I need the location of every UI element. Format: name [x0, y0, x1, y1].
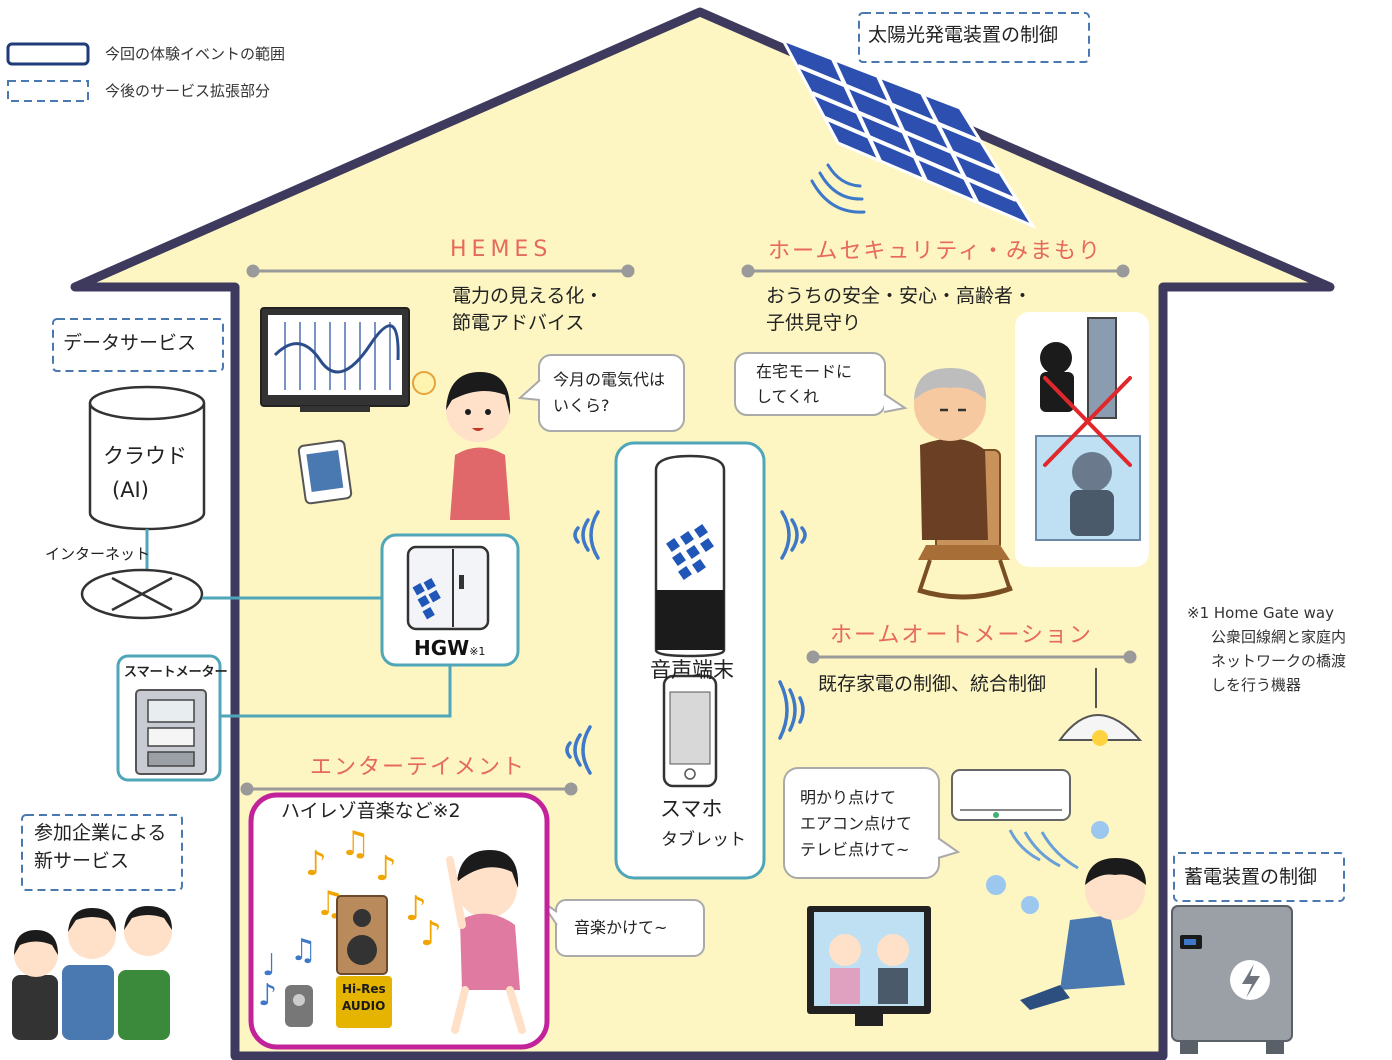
- burglar-window-icon: [1035, 435, 1141, 541]
- legend-future-scope: 今後のサービス拡張部分: [105, 82, 271, 100]
- dancing-woman-icon: [446, 850, 526, 1034]
- footnote-line-2: 公衆回線網と家庭内: [1211, 628, 1347, 646]
- legend-dashed-swatch: [7, 80, 89, 102]
- phone-label-1: スマホ: [660, 797, 723, 821]
- tablet-icon: [297, 439, 353, 505]
- small-speaker-icon: [285, 985, 313, 1027]
- footnote-line-1: ※1 Home Gate way: [1187, 604, 1334, 622]
- power-monitor-icon: [260, 307, 410, 412]
- voice-terminal-frame: [614, 441, 766, 880]
- storage-dashed-frame: [1173, 852, 1345, 902]
- data-service-label: データサービス: [63, 332, 197, 354]
- hemes-description-2: 節電アドバイス: [452, 312, 585, 334]
- voice-terminal-label: 音声端末: [650, 658, 734, 682]
- meter-hgw-link: [220, 666, 452, 718]
- entertainment-title: エンターテイメント: [310, 755, 527, 780]
- airflow-icon: [986, 821, 1109, 914]
- solar-dashed-frame: [858, 12, 1090, 63]
- hires-badge-1: Hi-Res: [342, 982, 386, 996]
- automation-title: ホームオートメーション: [830, 623, 1093, 648]
- legend-solid-swatch: [6, 42, 90, 66]
- security-speech-1: 在宅モードに: [756, 362, 853, 381]
- smart-meter-label: スマートメーター: [124, 665, 228, 680]
- security-speech-2: してくれ: [756, 387, 820, 406]
- hemes-speech-2: いくら?: [553, 396, 610, 415]
- hires-speaker-icon: [336, 895, 392, 1028]
- solar-signal-icon: [810, 163, 866, 214]
- footnote-line-3: ネットワークの橋渡: [1211, 652, 1347, 670]
- security-description-2: 子供見守り: [766, 312, 862, 334]
- section-rules: [240, 264, 1137, 796]
- hgw-footnote-mark: ※1: [469, 645, 486, 658]
- burglar-door-icon: [1040, 317, 1117, 419]
- elderly-man-icon: [914, 368, 1013, 600]
- svg-text:♫: ♫: [290, 933, 317, 968]
- automation-speech-2: エアコン点けて: [800, 814, 913, 833]
- blue-music-notes-icon: ♩ ♫ ♪: [258, 933, 317, 1013]
- battery-storage-icon: [1171, 905, 1293, 1054]
- security-title: ホームセキュリティ・みまもり: [768, 239, 1103, 264]
- cloud-label-1: クラウド: [103, 444, 187, 468]
- relaxing-man-icon: [1020, 858, 1146, 1010]
- hemes-title: HEMES: [450, 237, 553, 262]
- hgw-label: HGW※1: [414, 636, 485, 661]
- smart-meter-icon: [135, 689, 207, 775]
- entertainment-description: ハイレゾ音楽など※2: [281, 800, 461, 822]
- smartphone-icon: [662, 674, 718, 788]
- speech-bubble-shapes: [517, 352, 961, 957]
- partners-dashed-frame: [21, 814, 183, 891]
- phone-label-2: タブレット: [661, 830, 746, 850]
- svg-text:♪: ♪: [258, 978, 277, 1013]
- cloud-label-2: (AI): [112, 478, 149, 502]
- woman-asking-icon: [412, 371, 511, 520]
- automation-description: 既存家電の制御、統合制御: [818, 673, 1047, 695]
- partners-label-2: 新サービス: [34, 850, 130, 872]
- air-conditioner-icon: [951, 769, 1071, 821]
- data-service-dashed-frame: [52, 318, 224, 372]
- partners-label-1: 参加企業による: [34, 822, 167, 844]
- automation-speech-3: テレビ点けて~: [800, 840, 910, 859]
- prohibited-cross-icon: [1043, 376, 1132, 467]
- security-description-1: おうちの安全・安心・高齢者・: [766, 285, 1033, 307]
- hgw-label-text: HGW: [414, 636, 470, 660]
- storage-label: 蓄電装置の制御: [1184, 866, 1318, 888]
- music-notes-icon: ♪♫♪ ♪♫♪: [305, 824, 442, 954]
- ceiling-lamp-icon: [1058, 668, 1143, 746]
- voice-speaker-icon: [654, 454, 726, 658]
- svg-text:♪: ♪: [375, 849, 397, 889]
- hires-badge-2: AUDIO: [342, 999, 386, 1013]
- entertainment-speech: 音楽かけて~: [574, 918, 668, 937]
- television-icon: [807, 906, 931, 1026]
- solar-panel: [779, 37, 1037, 230]
- solar-label: 太陽光発電装置の制御: [868, 24, 1059, 46]
- svg-text:♩: ♩: [262, 948, 276, 983]
- wireless-signal-icons: [565, 510, 807, 775]
- hgw-device-icon: [406, 545, 490, 631]
- svg-text:♪: ♪: [305, 844, 327, 884]
- internet-router-icon: [80, 568, 204, 620]
- legend-current-scope: 今回の体験イベントの範囲: [105, 45, 286, 63]
- hemes-speech-1: 今月の電気代は: [553, 370, 666, 389]
- svg-text:♪: ♪: [405, 889, 427, 929]
- footnote-line-4: しを行う機器: [1211, 676, 1302, 694]
- svg-text:♫: ♫: [340, 824, 370, 864]
- svg-text:♪: ♪: [420, 914, 442, 954]
- hemes-description-1: 電力の見える化・: [452, 285, 604, 307]
- partner-people-icon: [12, 906, 172, 1040]
- cloud-database-icon: [88, 385, 206, 531]
- automation-speech-1: 明かり点けて: [800, 788, 897, 807]
- internet-label: インターネット: [45, 545, 151, 563]
